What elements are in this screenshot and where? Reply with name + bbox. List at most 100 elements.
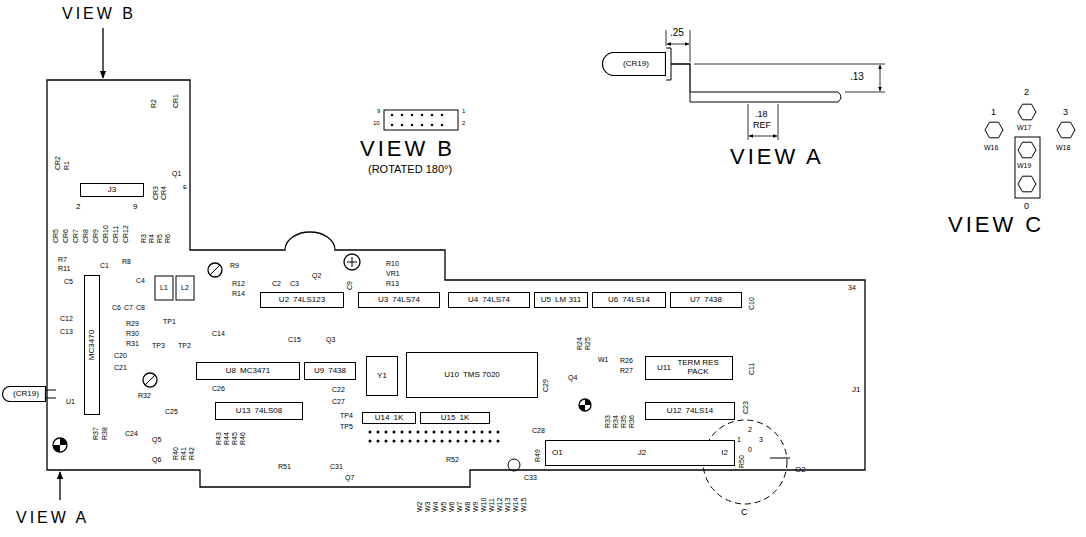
reference-designator: W13 bbox=[504, 498, 511, 512]
reference-designator: 2 bbox=[1024, 88, 1029, 97]
reference-designator: W9 bbox=[472, 502, 479, 513]
reference-designator: CR12 bbox=[122, 225, 129, 243]
reference-designator: C1 bbox=[100, 262, 109, 269]
reference-designator: REF bbox=[753, 121, 771, 130]
mounting-hole-mark bbox=[347, 257, 357, 267]
header-pin-row bbox=[370, 431, 506, 434]
reference-designator: W12 bbox=[496, 498, 503, 512]
part-label: MC3470 bbox=[88, 330, 96, 360]
reference-designator: C33 bbox=[524, 474, 537, 481]
part-label: TERM RES PACK bbox=[675, 359, 721, 377]
reference-designator: C4 bbox=[136, 277, 145, 284]
part-label: 74LS14 bbox=[686, 407, 714, 415]
component-box: U274LS123 bbox=[260, 292, 344, 308]
reference-designator: R52 bbox=[446, 456, 459, 463]
reference-designator: 2 bbox=[76, 203, 80, 211]
part-label: 74LS74 bbox=[482, 296, 510, 304]
reference-designator: R32 bbox=[138, 392, 151, 399]
reference-designator: R51 bbox=[278, 463, 291, 470]
reference-designator: 1 bbox=[737, 436, 741, 443]
reference-designator: C3 bbox=[290, 280, 299, 287]
header-pin-row bbox=[370, 440, 506, 443]
component-box: U151K bbox=[420, 412, 490, 424]
reference-designator: C13 bbox=[60, 328, 73, 335]
reference-designator: R24 bbox=[576, 337, 583, 350]
reference-designator: 1 bbox=[991, 108, 996, 117]
view-title: VIEW B bbox=[360, 138, 455, 160]
component-box: Y1 bbox=[366, 356, 398, 396]
part-label: J3 bbox=[108, 186, 116, 194]
reference-designator: R27 bbox=[620, 367, 633, 374]
part-label: 7438 bbox=[704, 296, 722, 304]
reference-designator: 1 bbox=[462, 108, 465, 114]
reference-designator: R14 bbox=[232, 290, 245, 297]
reference-designator: 9 bbox=[133, 203, 137, 211]
reference-designator: C8 bbox=[136, 304, 145, 311]
reference-designator: W11 bbox=[488, 498, 495, 512]
led-body-outline bbox=[3, 387, 46, 402]
reference-designator: Q5 bbox=[152, 436, 161, 443]
jumper-outline bbox=[1015, 137, 1040, 198]
part-label: U15 bbox=[441, 414, 456, 422]
pcb-section bbox=[690, 92, 841, 102]
view-title: VIEW A bbox=[16, 510, 89, 526]
part-label: U10 bbox=[444, 371, 459, 379]
reference-designator: W17 bbox=[1017, 124, 1031, 131]
reference-designator: TP3 bbox=[152, 342, 165, 349]
reference-designator: W18 bbox=[1056, 144, 1070, 151]
reference-designator: CR6 bbox=[62, 229, 69, 243]
view-title: VIEW B bbox=[62, 6, 136, 22]
reference-designator: C6 bbox=[112, 304, 121, 311]
part-label: MC3471 bbox=[240, 367, 270, 375]
reference-designator: Q7 bbox=[345, 474, 354, 481]
component-box: J3 bbox=[80, 183, 144, 197]
reference-designator: R5 bbox=[156, 234, 163, 243]
reference-designator: W15 bbox=[520, 498, 527, 512]
component-box: U674LS14 bbox=[592, 292, 666, 308]
component-box: U77438 bbox=[670, 292, 742, 308]
trimpot-symbol bbox=[208, 263, 222, 277]
reference-designator: CR2 bbox=[54, 156, 61, 170]
reference-designator: C25 bbox=[165, 408, 178, 415]
reference-designator: R6 bbox=[164, 234, 171, 243]
component-box: U374LS74 bbox=[358, 292, 440, 308]
reference-designator: 0 bbox=[1024, 202, 1029, 211]
reference-designator: U1 bbox=[66, 398, 75, 405]
dimension-line bbox=[667, 44, 689, 45]
part-label: 1K bbox=[459, 414, 469, 422]
part-label: 74LS08 bbox=[255, 407, 283, 415]
reference-designator: R41 bbox=[180, 447, 187, 460]
reference-designator: R12 bbox=[232, 280, 245, 287]
led-outline: (CR19) bbox=[2, 386, 46, 402]
reference-designator: C23 bbox=[742, 401, 749, 414]
reference-designator: C10 bbox=[748, 297, 755, 310]
led-leads bbox=[46, 390, 56, 398]
part-label: (CR19) bbox=[13, 390, 39, 398]
part-label: U9 bbox=[314, 367, 324, 375]
dimension-line bbox=[749, 136, 777, 137]
reference-designator: R35 bbox=[620, 415, 627, 428]
reference-designator: L2 bbox=[181, 284, 189, 291]
reference-designator: R13 bbox=[386, 280, 399, 287]
component-box: U5LM 311 bbox=[534, 292, 588, 308]
part-label: TMS 7020 bbox=[463, 371, 500, 379]
part-label: 74LS123 bbox=[293, 296, 325, 304]
reference-designator: CR8 bbox=[82, 229, 89, 243]
reference-designator: R7 bbox=[58, 256, 67, 263]
reference-designator: R8 bbox=[122, 258, 131, 265]
part-label: 74LS74 bbox=[392, 296, 420, 304]
reference-designator: W10 bbox=[480, 498, 487, 512]
reference-designator: C24 bbox=[125, 430, 138, 437]
part-label: U13 bbox=[236, 407, 251, 415]
reference-designator: .18 bbox=[755, 110, 768, 119]
jumper-pad bbox=[1018, 104, 1036, 120]
dimension-line bbox=[880, 65, 881, 91]
reference-designator: TP4 bbox=[340, 412, 353, 419]
part-label: U14 bbox=[375, 414, 390, 422]
reference-designator: L1 bbox=[160, 284, 168, 291]
reference-designator: 2 bbox=[748, 426, 752, 433]
part-label: 74LS14 bbox=[622, 296, 650, 304]
reference-designator: R33 bbox=[604, 415, 611, 428]
tooling-hole bbox=[579, 399, 591, 411]
